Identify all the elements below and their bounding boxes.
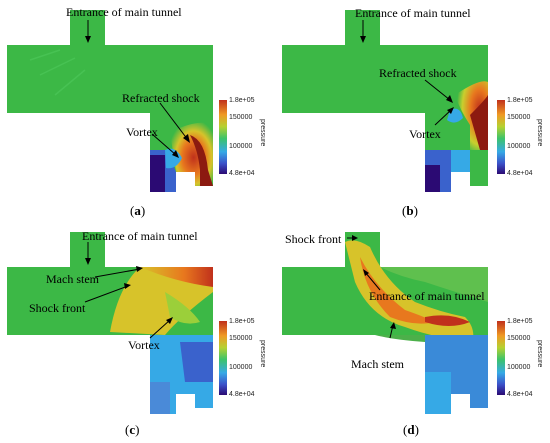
colorbar-max: 1.8e+05 bbox=[229, 97, 255, 104]
colorbar-tick-100000: 100000 bbox=[229, 143, 253, 150]
colorbar-min: 4.8e+04 bbox=[229, 391, 255, 398]
label-shock-front: Shock front bbox=[285, 232, 342, 246]
colorbar bbox=[497, 100, 505, 174]
label-entrance: Entrance of main tunnel bbox=[369, 289, 485, 303]
panel-c-simulation bbox=[7, 232, 213, 414]
colorbar-tick-150000: 150000 bbox=[507, 114, 531, 121]
panel-d-simulation bbox=[282, 232, 488, 414]
colorbar-max: 1.8e+05 bbox=[507, 97, 533, 104]
colorbar-min: 4.8e+04 bbox=[507, 170, 533, 177]
tunnel-domain bbox=[7, 10, 213, 192]
colorbar-title: pressure bbox=[259, 340, 266, 368]
tunnel-domain bbox=[282, 10, 488, 192]
panel-a-simulation bbox=[7, 10, 213, 192]
colorbar-max: 1.8e+05 bbox=[229, 318, 255, 325]
colorbar-title: pressure bbox=[259, 119, 266, 147]
colorbar bbox=[497, 321, 505, 395]
colorbar-tick-100000: 100000 bbox=[507, 143, 531, 150]
label-entrance: Entrance of main tunnel bbox=[66, 5, 182, 19]
label-vortex: Vortex bbox=[128, 338, 160, 352]
panel-letter-c: (c) bbox=[125, 422, 140, 437]
colorbar bbox=[219, 321, 227, 395]
label-mach-stem: Mach stem bbox=[351, 357, 404, 371]
shock-front-region bbox=[110, 267, 213, 335]
colorbar-title: pressure bbox=[536, 119, 543, 147]
label-entrance: Entrance of main tunnel bbox=[355, 6, 471, 20]
colorbar-title: pressure bbox=[536, 340, 543, 368]
shock-front-region bbox=[345, 240, 474, 340]
panel-b: Entrance of main tunnel Refracted shock … bbox=[275, 0, 550, 222]
colorbar-tick-150000: 150000 bbox=[229, 114, 253, 121]
panel-b-simulation bbox=[282, 10, 488, 192]
colorbar-max: 1.8e+05 bbox=[507, 318, 533, 325]
panel-letter-b: (b) bbox=[402, 203, 418, 218]
label-vortex: Vortex bbox=[126, 125, 158, 139]
panel-c: Entrance of main tunnel Mach stem Shock … bbox=[0, 222, 275, 443]
panel-letter-d: (d) bbox=[403, 422, 419, 437]
colorbar-tick-150000: 150000 bbox=[507, 335, 531, 342]
colorbar-min: 4.8e+04 bbox=[507, 391, 533, 398]
colorbar-min: 4.8e+04 bbox=[229, 170, 255, 177]
label-entrance: Entrance of main tunnel bbox=[82, 229, 198, 243]
label-vortex: Vortex bbox=[409, 127, 441, 141]
colorbar-tick-100000: 100000 bbox=[507, 364, 531, 371]
panel-d: Shock front Entrance of main tunnel Mach… bbox=[275, 222, 550, 443]
label-mach-stem: Mach stem bbox=[46, 272, 99, 286]
panel-a: Entrance of main tunnel Refracted shock … bbox=[0, 0, 275, 222]
colorbar bbox=[219, 100, 227, 174]
label-refracted-shock: Refracted shock bbox=[379, 66, 457, 80]
label-shock-front: Shock front bbox=[29, 301, 86, 315]
label-refracted-shock: Refracted shock bbox=[122, 91, 200, 105]
colorbar-tick-100000: 100000 bbox=[229, 364, 253, 371]
panel-letter-a: (a) bbox=[130, 203, 146, 218]
colorbar-tick-150000: 150000 bbox=[229, 335, 253, 342]
